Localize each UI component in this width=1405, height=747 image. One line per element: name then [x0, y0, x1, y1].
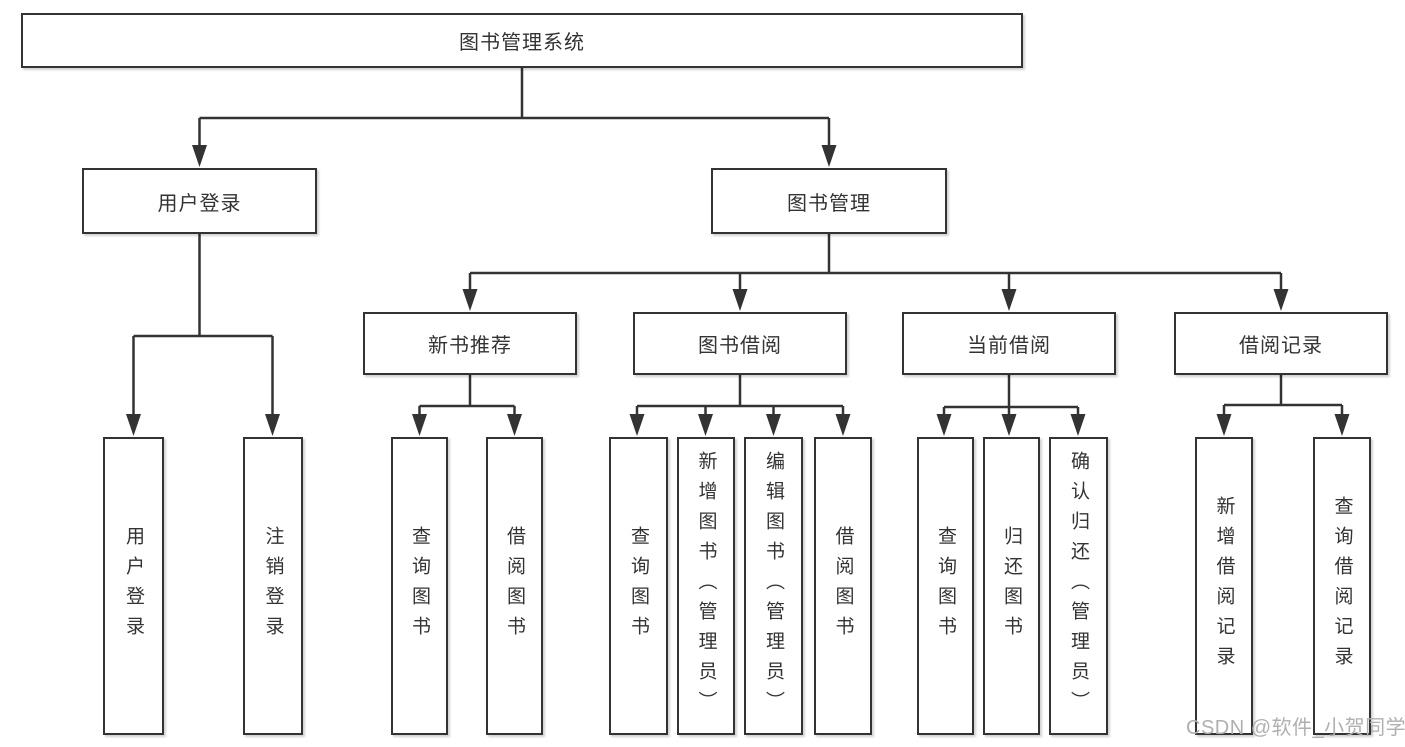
leaf-return-book: 归还图书	[983, 437, 1040, 735]
node-label: 新书推荐	[428, 335, 512, 357]
leaf-logout: 注销登录	[243, 437, 303, 735]
node-label: 确认归还（管理员）	[1068, 451, 1089, 721]
node-label: 借阅图书	[832, 526, 854, 646]
node-label: 当前借阅	[967, 335, 1051, 357]
node-current-borrowing: 当前借阅	[902, 312, 1116, 375]
leaf-add-book-admin: 新增图书（管理员）	[677, 437, 735, 735]
leaf-add-borrow-record: 新增借阅记录	[1195, 437, 1253, 735]
leaf-borrow-books-borrowing: 借阅图书	[814, 437, 872, 735]
node-label: 查询图书	[628, 526, 649, 646]
leaf-query-books-recommend: 查询图书	[391, 437, 448, 735]
node-book-borrowing: 图书借阅	[633, 312, 847, 375]
node-label: 图书借阅	[698, 335, 782, 357]
leaf-confirm-return-admin: 确认归还（管理员）	[1049, 437, 1108, 735]
leaf-query-books-current: 查询图书	[917, 437, 974, 735]
node-label: 图书管理系统	[459, 32, 585, 54]
leaf-query-books-borrowing: 查询图书	[609, 437, 668, 735]
node-label: 用户登录	[123, 526, 144, 646]
node-borrowing-records: 借阅记录	[1174, 312, 1388, 375]
node-label: 查询借阅记录	[1331, 496, 1353, 676]
leaf-query-borrow-record: 查询借阅记录	[1313, 437, 1371, 735]
leaf-edit-book-admin: 编辑图书（管理员）	[744, 437, 803, 735]
node-label: 新增借阅记录	[1213, 496, 1235, 676]
node-label: 借阅图书	[504, 526, 525, 646]
node-user-login: 用户登录	[82, 168, 317, 234]
node-label: 注销登录	[262, 526, 284, 646]
node-label: 编辑图书（管理员）	[763, 451, 784, 721]
node-label: 借阅记录	[1239, 335, 1323, 357]
leaf-borrow-books-recommend: 借阅图书	[486, 437, 543, 735]
node-label: 新增图书（管理员）	[695, 451, 717, 721]
node-label: 归还图书	[1001, 526, 1022, 646]
node-label: 查询图书	[935, 526, 956, 646]
node-label: 用户登录	[157, 192, 242, 215]
node-new-book-recommendation: 新书推荐	[363, 312, 577, 375]
node-label: 查询图书	[409, 526, 430, 646]
csdn-watermark: CSDN @软件_小贺同学	[1186, 717, 1405, 739]
node-book-management: 图书管理	[711, 168, 947, 234]
node-label: 图书管理	[787, 192, 871, 215]
leaf-user-login: 用户登录	[103, 437, 164, 735]
node-library-system: 图书管理系统	[21, 13, 1023, 68]
